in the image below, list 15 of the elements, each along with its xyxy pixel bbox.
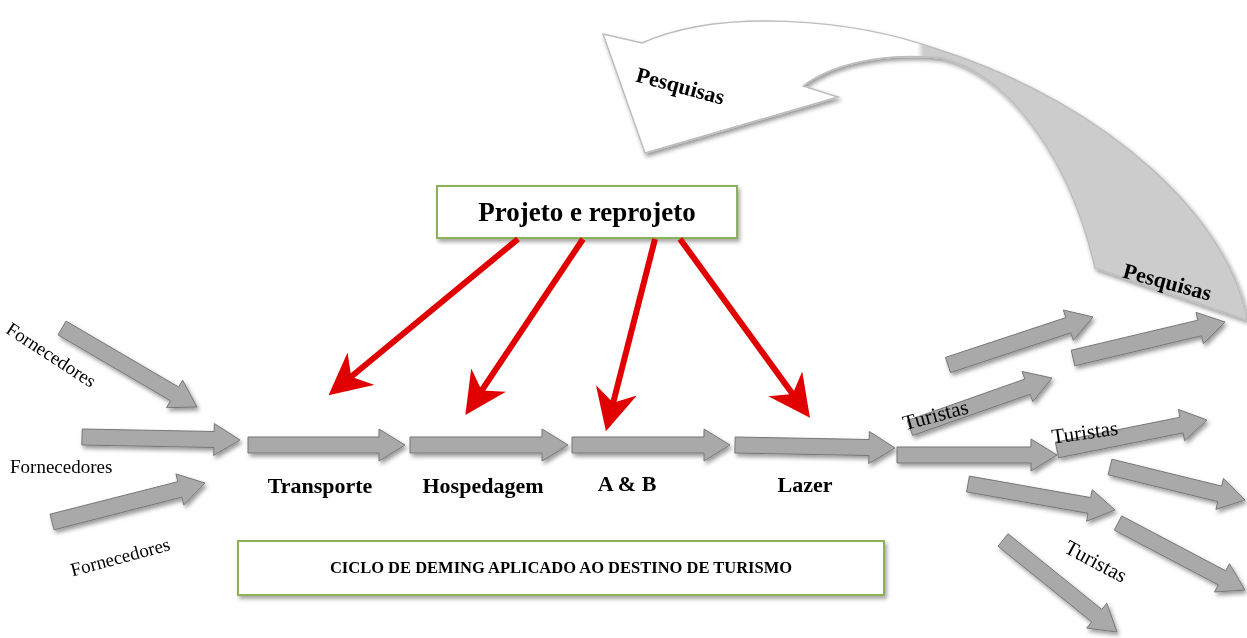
process-box: Projeto e reprojeto — [436, 185, 738, 239]
arrow — [677, 237, 810, 418]
arrow — [328, 236, 520, 396]
stage-label: Hospedagem — [408, 408, 558, 498]
stage-label: Transporte — [254, 390, 386, 498]
stage-label: Lazer — [745, 411, 865, 497]
arrow — [465, 237, 586, 415]
flow-label: Turistas — [900, 394, 972, 437]
flow-label: Turistas — [1050, 415, 1120, 450]
arrow — [595, 238, 658, 432]
arrow-label: Pesquisas — [1120, 258, 1215, 307]
stage-label: A & B — [582, 423, 672, 496]
flow-label: Fornecedores — [10, 456, 113, 478]
arrow-label: Pesquisas — [633, 62, 728, 111]
title-box: CICLO DE DEMING APLICADO AO DESTINO DE TURISMO — [237, 540, 885, 596]
